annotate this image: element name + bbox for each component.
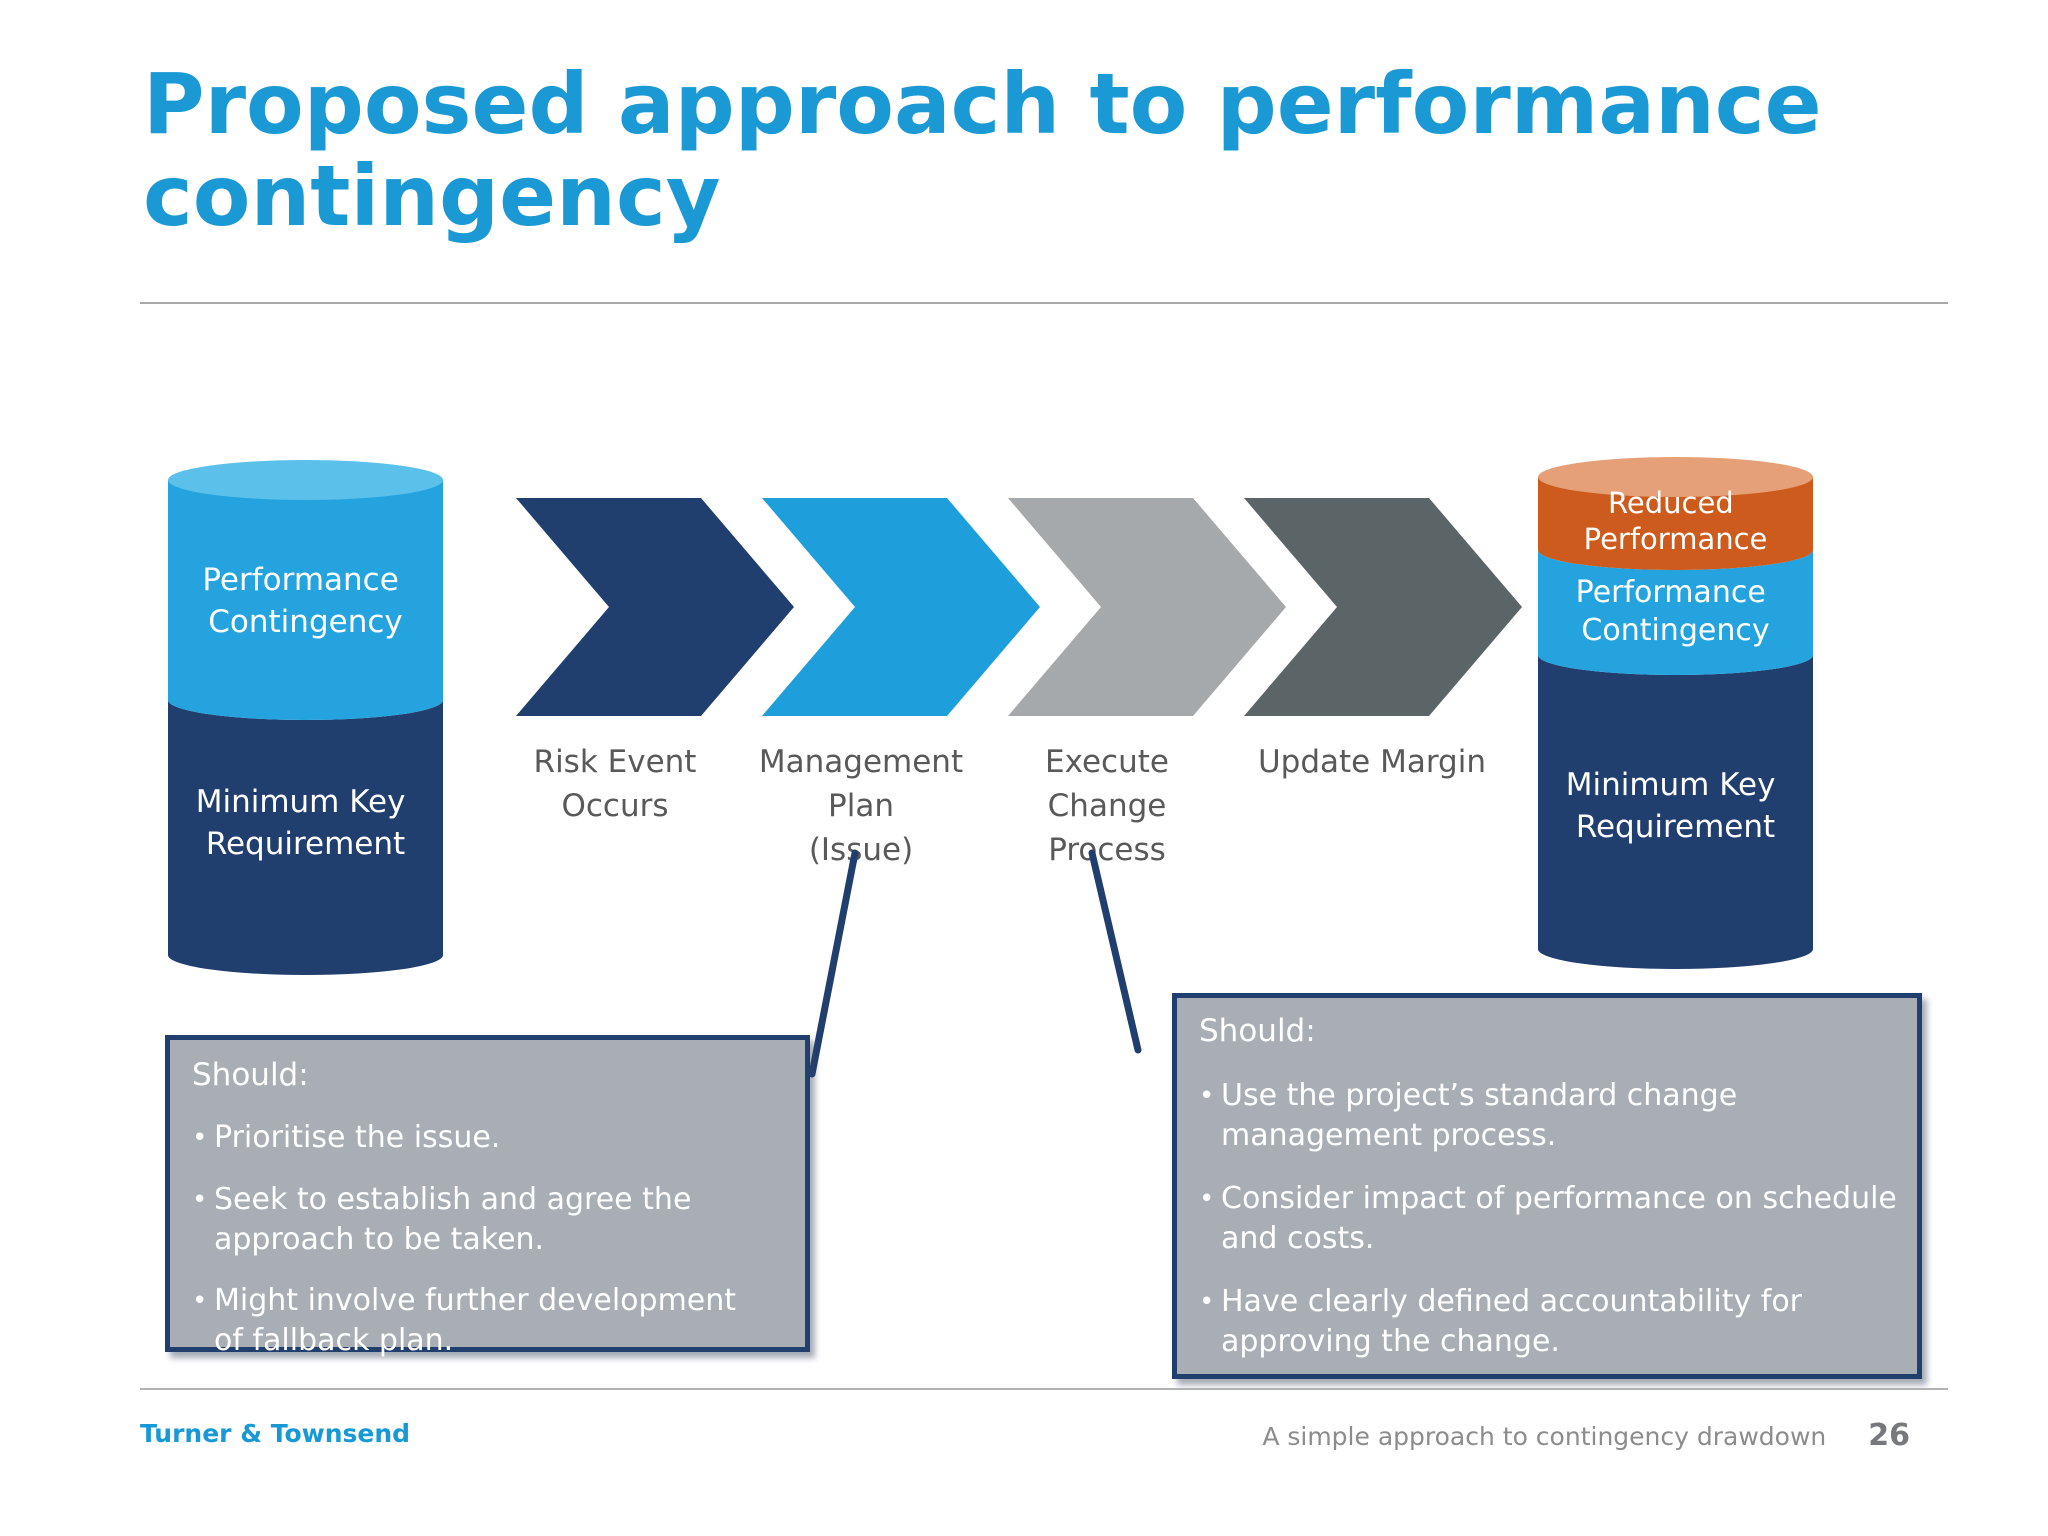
- arrow-step-3: [1008, 498, 1286, 716]
- left-cylinder-bottom-section: [168, 700, 443, 975]
- left-cylinder-top-section: [168, 480, 443, 720]
- right-cylinder-lid: [1538, 457, 1813, 497]
- page-title: Proposed approach to performance conting…: [143, 58, 1903, 243]
- chevron-icon: [516, 498, 794, 716]
- left-cylinder-top-label: Performance Contingency: [202, 562, 408, 640]
- chevron-icon: [1008, 498, 1286, 716]
- bullet-icon: •: [192, 1185, 208, 1215]
- bullet-item: • Consider impact of performance on sche…: [1199, 1179, 1897, 1258]
- bullet-item: • Seek to establish and agree the approa…: [192, 1180, 785, 1259]
- callout-heading: Should:: [192, 1057, 309, 1093]
- right-cylinder-bottom-section: [1538, 655, 1813, 969]
- bullet-item: • Prioritise the issue.: [192, 1118, 785, 1158]
- connector-line-issue: [808, 849, 859, 1078]
- bullet-item: • Have clearly defined accountability fo…: [1199, 1282, 1897, 1361]
- step-label-management-plan: Management Plan (Issue): [758, 744, 964, 868]
- callout-box-change-process: Should: • Use the project’s standard cha…: [1172, 993, 1922, 1379]
- left-cylinder: Performance Contingency Minimum Key Requ…: [168, 460, 443, 975]
- footer-subtitle: A simple approach to contingency drawdow…: [1262, 1422, 1827, 1451]
- bullet-icon: •: [1199, 1081, 1215, 1111]
- bullet-icon: •: [192, 1123, 208, 1153]
- arrow-step-4: [1244, 498, 1522, 716]
- right-cylinder-top-label: Reduced Performance: [1584, 486, 1768, 556]
- right-cylinder-middle-label: Performance Contingency: [1576, 575, 1776, 648]
- chevron-icon: [1244, 498, 1522, 716]
- title-divider: [140, 302, 1948, 304]
- chevron-icon: [762, 498, 1040, 716]
- step-label-risk-event: Risk Event Occurs: [533, 744, 697, 824]
- page-title-line1: Proposed approach to performance: [143, 55, 1822, 153]
- left-cylinder-bottom-label: Minimum Key Requirement: [196, 784, 416, 862]
- footer-divider: [140, 1388, 1948, 1390]
- right-cylinder-bottom-label: Minimum Key Requirement: [1566, 767, 1786, 845]
- arrow-step-2: [762, 498, 1040, 716]
- callout-heading: Should:: [1199, 1013, 1316, 1049]
- step-label-execute-change: Execute Change Process: [1045, 744, 1169, 868]
- connector-line-process: [1088, 849, 1142, 1054]
- left-cylinder-lid: [168, 460, 443, 500]
- arrow-step-1: [516, 498, 794, 716]
- footer-right-group: A simple approach to contingency drawdow…: [1262, 1418, 1910, 1453]
- right-cylinder-middle-section: [1538, 550, 1813, 675]
- step-label-update-margin: Update Margin: [1257, 744, 1486, 780]
- bullet-item: • Use the project’s standard change mana…: [1199, 1076, 1897, 1155]
- page-title-line2: contingency: [143, 147, 721, 246]
- bullet-icon: •: [192, 1286, 208, 1317]
- bullet-icon: •: [1199, 1287, 1215, 1318]
- bullet-item: • Might involve further development of f…: [192, 1281, 785, 1360]
- right-cylinder-top-section: [1538, 477, 1813, 570]
- right-cylinder: Reduced Performance Performance Continge…: [1538, 457, 1813, 969]
- bullet-icon: •: [1199, 1184, 1215, 1215]
- page-number: 26: [1868, 1418, 1910, 1453]
- callout-box-management-plan: Should: • Prioritise the issue. • Seek t…: [165, 1035, 810, 1358]
- footer-brand-logo: Turner & Townsend: [140, 1419, 411, 1448]
